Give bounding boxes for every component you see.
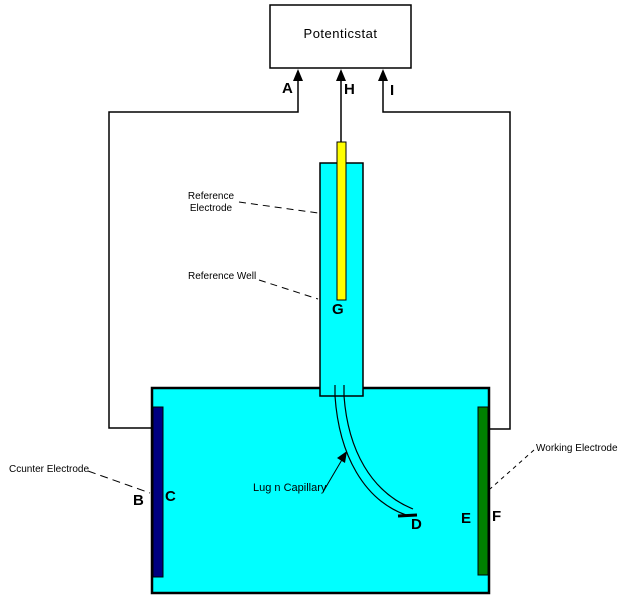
- leader-luggin-capillary: [322, 457, 344, 493]
- arrowhead-a-icon: [293, 69, 303, 81]
- marker-c: C: [165, 488, 176, 505]
- marker-i: I: [390, 82, 395, 99]
- marker-g: G: [332, 301, 344, 318]
- cell-tank: [150, 386, 491, 595]
- luggin-capillary-label: Lug n Capillary: [253, 482, 327, 494]
- leader-working-electrode: [489, 449, 535, 490]
- luggin-capillary-inner-wall: [343, 385, 414, 510]
- arrowhead-i-icon: [378, 69, 388, 81]
- working-electrode-label: Working Electrode: [536, 443, 618, 454]
- counter-electrode-bar: [152, 406, 164, 578]
- leader-reference-well: [258, 279, 319, 300]
- reference-electrode-rod: [336, 141, 347, 301]
- marker-a: A: [282, 80, 293, 97]
- marker-d: D: [411, 516, 422, 533]
- lead-i-wire: [382, 78, 511, 430]
- marker-h: H: [344, 81, 355, 98]
- marker-b: B: [133, 492, 144, 509]
- leader-reference-electrode: [238, 201, 319, 214]
- counter-electrode-label: Ccunter Electrode: [9, 464, 90, 475]
- luggin-capillary-outer-wall: [334, 385, 407, 516]
- arrowhead-h-icon: [336, 69, 346, 81]
- marker-f: F: [492, 508, 502, 525]
- luggin-leader-arrowhead-icon: [337, 451, 347, 463]
- potentiostat-label: Potenticstat: [303, 26, 378, 41]
- luggin-capillary-tip: [397, 513, 418, 518]
- reference-electrode-label-line2: Electrode: [189, 203, 233, 214]
- marker-e: E: [461, 510, 472, 527]
- reference-electrode-label-line1: Reference: [187, 191, 235, 202]
- potentiostat-box: [269, 4, 412, 69]
- leader-counter-electrode: [87, 470, 151, 494]
- reference-well-label: Reference Well: [188, 271, 257, 282]
- working-electrode-bar: [477, 406, 489, 576]
- lead-a-wire: [108, 78, 299, 429]
